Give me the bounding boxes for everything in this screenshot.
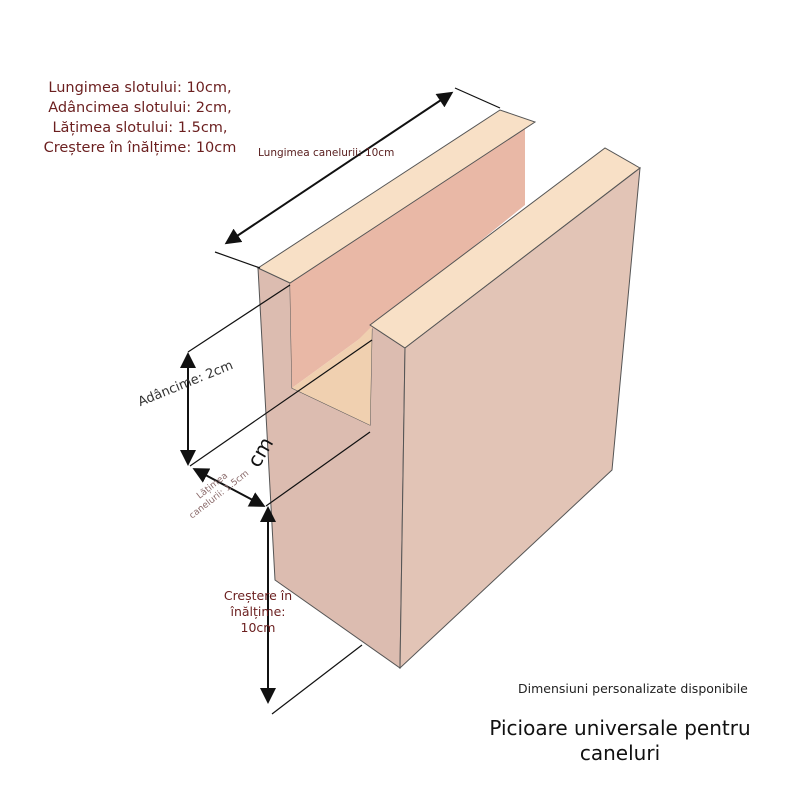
height-label-line: 10cm bbox=[240, 620, 276, 635]
height-label: Creștere în înălțime: 10cm bbox=[218, 588, 298, 636]
product-title-line: caneluri bbox=[579, 741, 661, 765]
custom-sizes-note: Dimensiuni personalizate disponibile bbox=[518, 681, 748, 696]
width-ext bbox=[265, 431, 371, 507]
block-front-face bbox=[399, 166, 641, 670]
length-ext-2 bbox=[454, 87, 501, 109]
product-title-line: Picioare universale pentru bbox=[489, 716, 751, 740]
height-label-line: înălțime: bbox=[230, 604, 286, 619]
spec-line: Adâncimea slotului: 2cm, bbox=[48, 100, 232, 116]
depth-ext-1 bbox=[187, 284, 291, 353]
length-arrow bbox=[224, 91, 454, 245]
product-title: Picioare universale pentru caneluri bbox=[460, 716, 780, 766]
height-ext bbox=[271, 644, 363, 715]
length-ext-1 bbox=[214, 251, 261, 269]
spec-line: Lățimea slotului: 1.5cm, bbox=[52, 120, 228, 136]
slot-floor bbox=[292, 326, 372, 425]
spec-line: Lungimea slotului: 10cm, bbox=[48, 80, 232, 96]
spec-line: Creștere în înălțime: 10cm bbox=[43, 140, 237, 156]
slot-back-wall bbox=[290, 125, 525, 388]
height-label-line: Creștere în bbox=[223, 588, 293, 603]
width-arrow bbox=[192, 468, 266, 507]
depth-ext-2 bbox=[189, 339, 373, 467]
spec-summary: Lungimea slotului: 10cm, Adâncimea slotu… bbox=[30, 78, 250, 158]
length-label: Lungimea canelurii: 10cm bbox=[258, 147, 395, 159]
